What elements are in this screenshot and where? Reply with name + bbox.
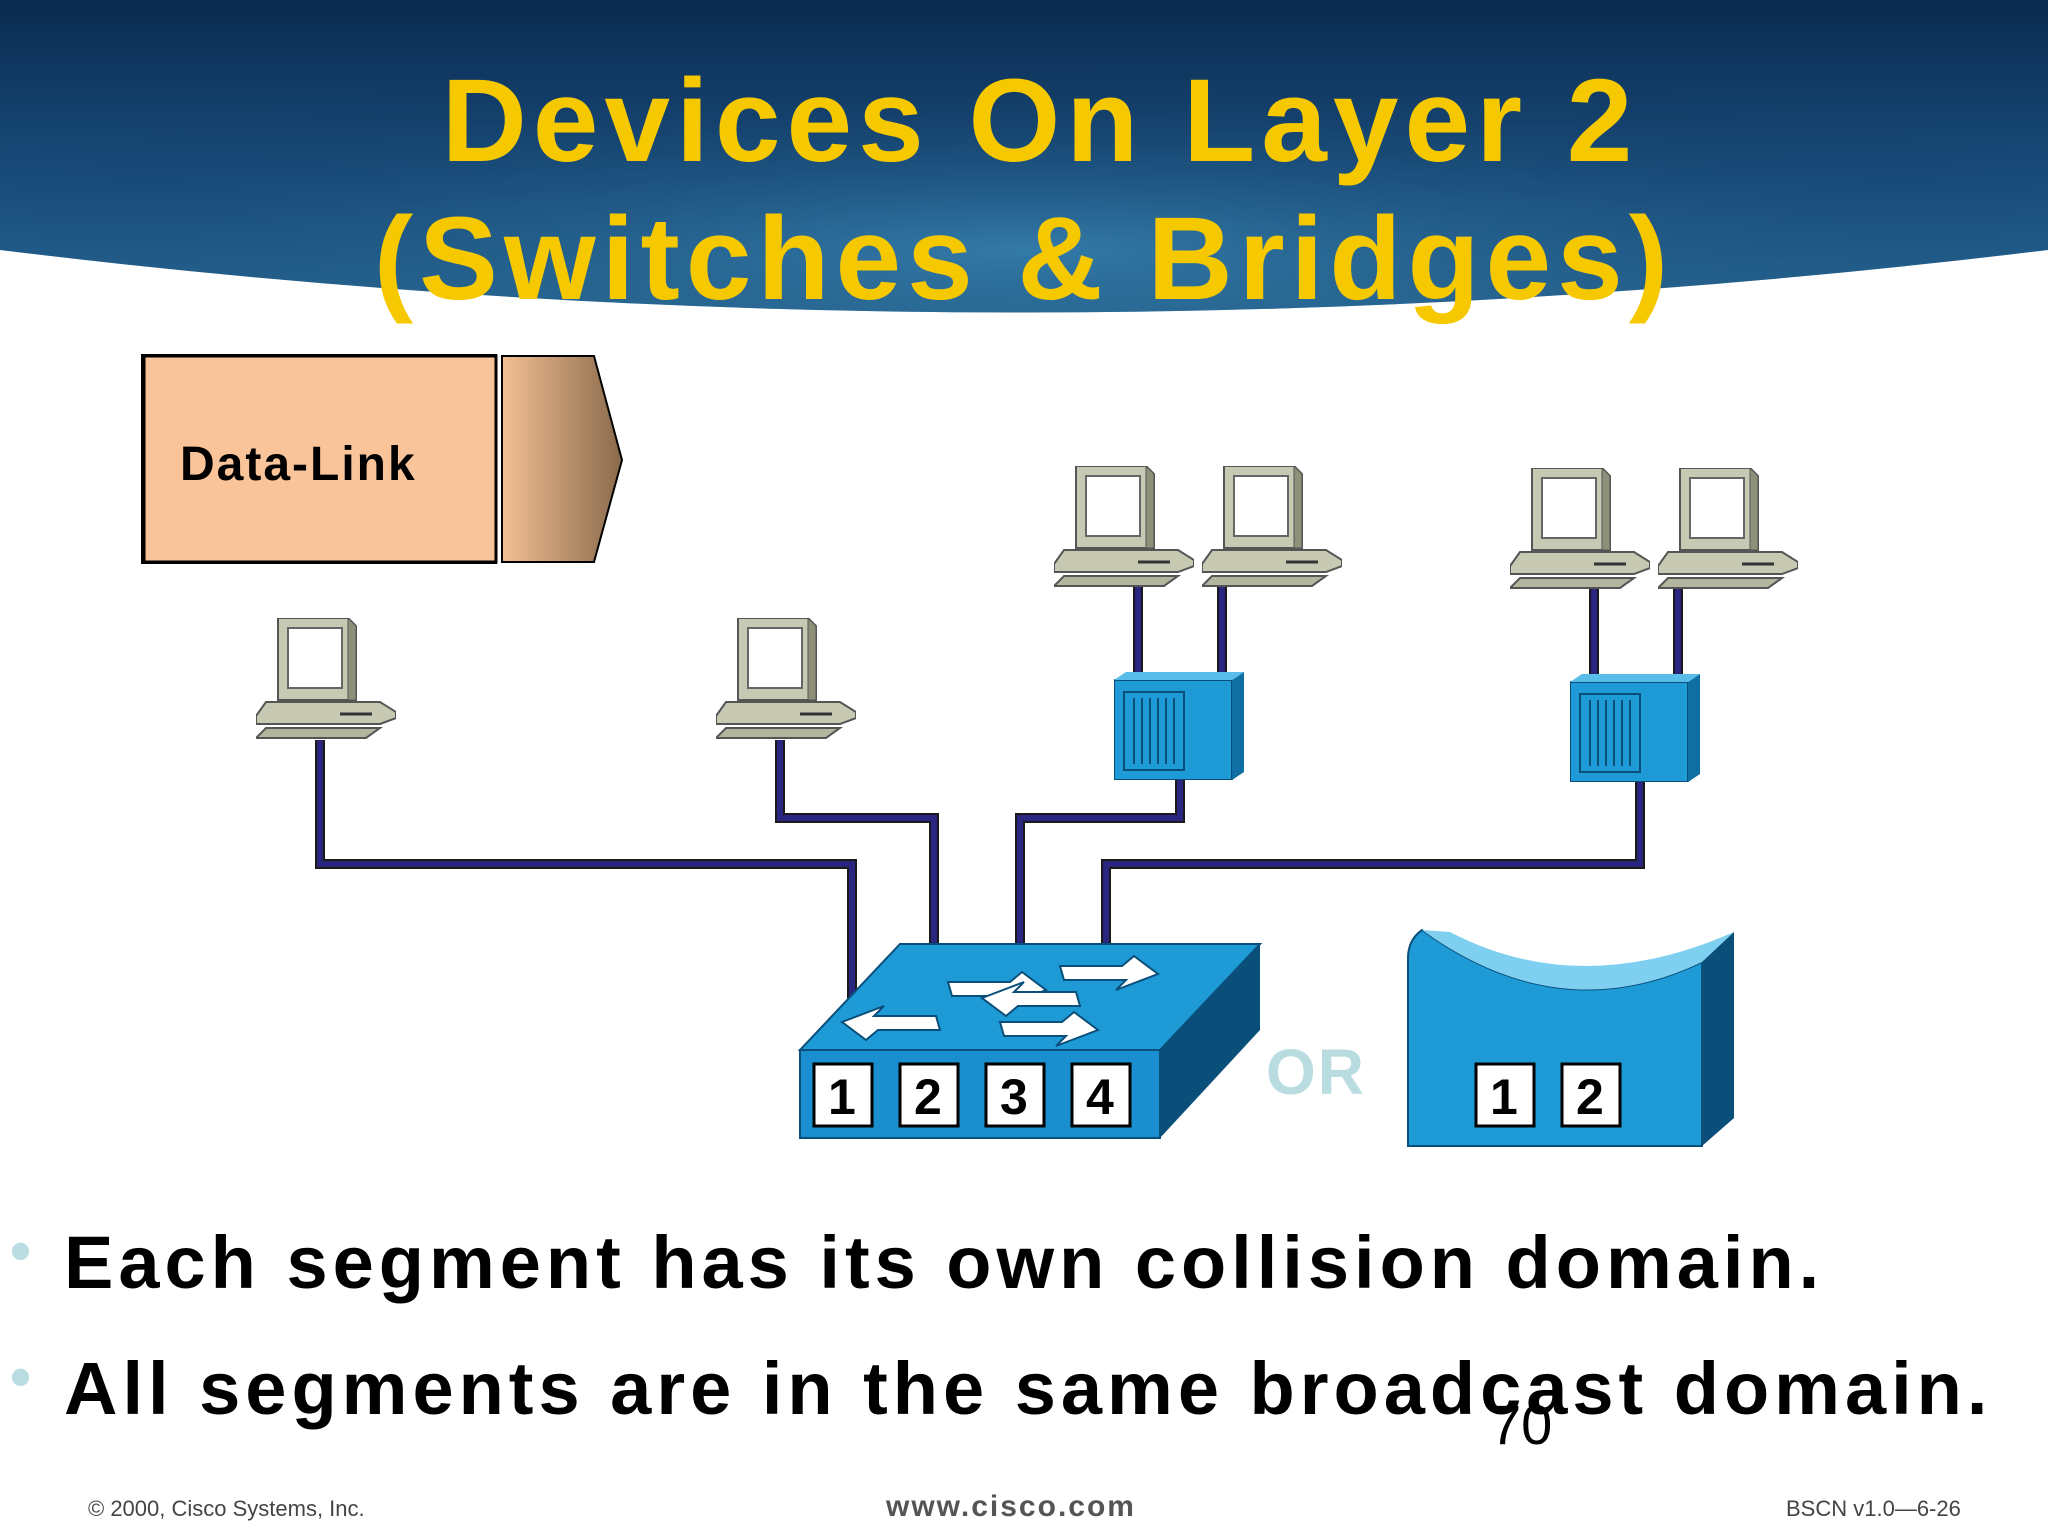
layer-label: Data-Link	[180, 438, 417, 491]
data-link-layer-box: Data-Link	[141, 354, 624, 564]
or-label: OR	[1266, 1036, 1366, 1108]
switch-port-label: 4	[1086, 1069, 1114, 1125]
bullet-item: • Each segment has its own collision dom…	[10, 1217, 1825, 1305]
workstation-icon	[1202, 466, 1342, 588]
bullet-text: Each segment has its own collision domai…	[64, 1221, 1825, 1304]
workstation-icon	[256, 618, 396, 740]
workstation-icon	[1658, 468, 1798, 590]
network-diagram: Data-Link	[141, 354, 1798, 1147]
workstation-icon	[1510, 468, 1650, 590]
bullet-dot: •	[10, 1217, 37, 1284]
hub-icon	[1570, 674, 1700, 782]
workstation-icon	[1054, 466, 1194, 588]
page-number: 70	[1490, 1393, 1553, 1456]
footer-course: BSCN v1.0—6-26	[1786, 1496, 1961, 1521]
bridge-icon: 1 2	[1407, 928, 1734, 1147]
footer-copyright: © 2000, Cisco Systems, Inc.	[88, 1496, 365, 1521]
bullet-item: • All segments are in the same broadcast…	[10, 1343, 1993, 1431]
switch-port-label: 2	[914, 1069, 942, 1125]
footer-url: www.cisco.com	[886, 1490, 1136, 1523]
slide-title-line1: Devices On Layer 2	[441, 55, 1639, 187]
switch-ports: 1 2 3 4	[812, 1062, 1132, 1128]
bullet-dot: •	[10, 1343, 37, 1410]
bullet-text: All segments are in the same broadcast d…	[64, 1347, 1993, 1430]
switch-port-label: 1	[828, 1069, 856, 1125]
switch-icon	[797, 943, 1263, 1139]
switch-port-label: 3	[1000, 1069, 1028, 1125]
slide-title-line2: (Switches & Bridges)	[373, 193, 1675, 325]
bridge-port-label: 2	[1576, 1069, 1604, 1125]
workstation-icon	[716, 618, 856, 740]
hub-icon	[1114, 672, 1244, 780]
bridge-port-label: 1	[1490, 1069, 1518, 1125]
header-banner	[0, 0, 2048, 313]
